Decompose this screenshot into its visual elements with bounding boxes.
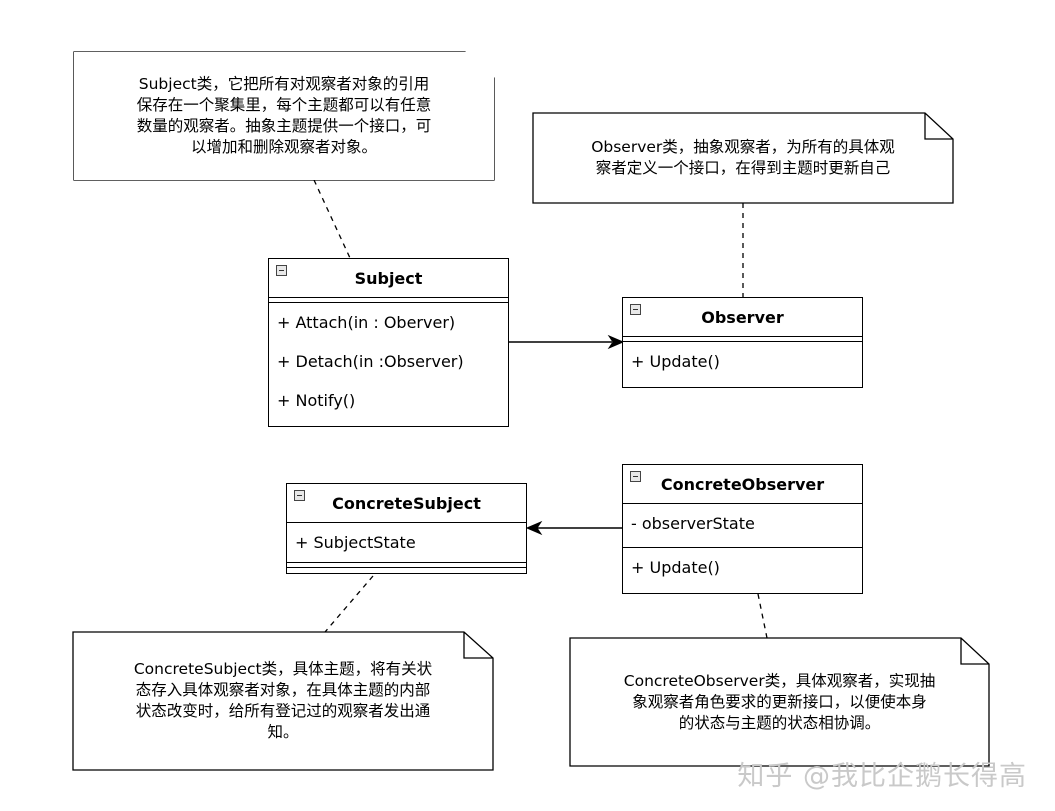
collapse-icon[interactable] [294,490,305,501]
arrowhead-observer [607,334,625,350]
class-concrete-observer[interactable]: ConcreteObserver - observerState + Updat… [622,464,863,594]
note-subject: Subject类，它把所有对观察者对象的引用 保存在一个聚集里，每个主题都可以有… [74,52,494,180]
method-update: + Update() [631,352,720,371]
class-subject-name: Subject [354,268,423,288]
class-subject[interactable]: Subject + Attach(in : Oberver) + Detach(… [268,258,509,427]
class-observer-header: Observer [623,298,862,336]
methods-separator [287,562,526,568]
note-observer-text: Observer类，抽象观察者，为所有的具体观 察者定义一个接口，在得到主题时更… [591,138,895,177]
anchor-concrete-observer-note [757,593,768,639]
note-shape-observer [532,112,954,204]
class-observer-name: Observer [701,307,784,327]
class-subject-header: Subject [269,259,508,297]
note-subject-text: Subject类，它把所有对观察者对象的引用 保存在一个聚集里，每个主题都可以有… [136,75,432,156]
method-detach: + Detach(in :Observer) [277,352,464,371]
note-observer: Observer类，抽象观察者，为所有的具体观 察者定义一个接口，在得到主题时更… [533,113,953,203]
collapse-icon[interactable] [276,265,287,276]
method-update: + Update() [631,558,720,577]
class-observer[interactable]: Observer + Update() [622,297,863,388]
note-concrete-subject: ConcreteSubject类，具体主题，将有关状 态存入具体观察者对象，在具… [73,632,493,770]
arrowhead-concrete-subject [525,520,543,536]
note-shape-concrete-subject [72,631,494,771]
collapse-icon[interactable] [630,304,641,315]
method-attach: + Attach(in : Oberver) [277,313,456,332]
class-concrete-observer-header: ConcreteObserver [623,465,862,504]
class-concrete-subject-header: ConcreteSubject [287,484,526,523]
method-notify: + Notify() [277,391,356,410]
anchor-subject-note [313,179,351,259]
attribute-observer-state: - observerState [623,504,862,548]
note-concrete-observer-text: ConcreteObserver类，具体观察者，实现抽 象观察者角色要求的更新接… [623,671,936,732]
class-concrete-observer-name: ConcreteObserver [660,474,825,494]
anchor-concrete-subject-note [324,575,374,633]
note-shape-concrete-observer [569,637,990,767]
watermark: 知乎 @我比企鹅长得高 [737,761,1027,792]
collapse-icon[interactable] [630,471,641,482]
note-concrete-observer: ConcreteObserver类，具体观察者，实现抽 象观察者角色要求的更新接… [570,638,989,766]
attribute-subject-state: + SubjectState [295,533,416,552]
attributes-separator [269,297,508,303]
class-concrete-subject[interactable]: ConcreteSubject + SubjectState [286,483,527,574]
attributes-separator [623,336,862,342]
note-concrete-subject-text: ConcreteSubject类，具体主题，将有关状 态存入具体观察者对象，在具… [133,660,433,741]
class-concrete-subject-name: ConcreteSubject [332,493,481,513]
